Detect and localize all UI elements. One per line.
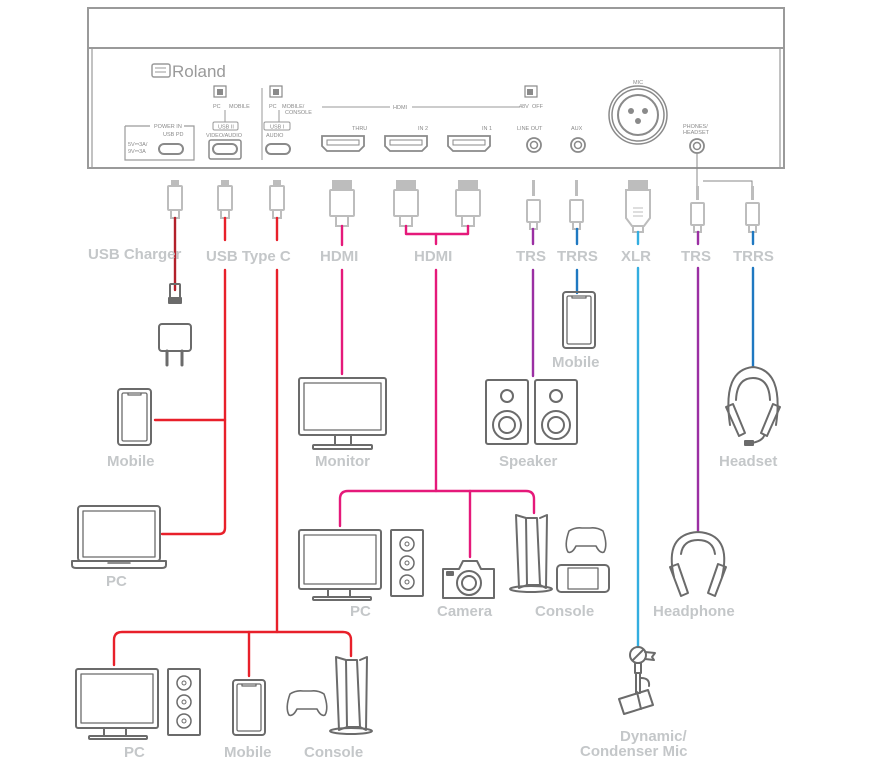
usb-c-plug-usb2: [217, 180, 233, 219]
hdmi-in1-port[interactable]: IN 1: [447, 126, 492, 152]
device-label-mobile-usb1: Mobile: [224, 744, 272, 761]
game-console-icon: [509, 514, 553, 593]
device-label-mobile-aux: Mobile: [552, 354, 600, 371]
roland-logo: Roland: [151, 62, 226, 81]
device-label-mic-2: Condenser Mic: [580, 743, 688, 760]
hdmi-group-label: HDMI: [393, 105, 408, 111]
power-spec-1: 5V⎓3A/: [128, 142, 148, 148]
brand-name: Roland: [172, 62, 226, 81]
mic-xlr-port[interactable]: MIC: [608, 80, 668, 145]
switch-label-off: OFF: [532, 104, 544, 110]
device-label-pc-laptop: PC: [106, 573, 127, 590]
usb2-mode-switch[interactable]: PC MOBILE: [213, 85, 250, 110]
aux-label: AUX: [571, 126, 583, 132]
phones-label: PHONES/: [683, 124, 708, 130]
cable-usb1-branch: [112, 630, 353, 667]
device-label-monitor: Monitor: [315, 453, 370, 470]
mobile-phone-icon: [117, 388, 152, 446]
device-label-pc-hdmi: PC: [350, 603, 371, 620]
usb1-port[interactable]: USB I AUDIO: [263, 110, 291, 155]
device-label-headphone: Headphone: [653, 603, 735, 620]
usb-pd-label: USB PD: [163, 132, 184, 138]
headset-icon: [725, 366, 781, 446]
mic-label: MIC: [633, 80, 643, 86]
xlr-plug: [625, 180, 651, 233]
camera-icon: [442, 560, 495, 599]
label-trs-line-out: TRS: [516, 248, 546, 265]
label-hdmi-in: HDMI: [414, 248, 452, 265]
gamepad-icon: [286, 690, 328, 717]
label-usb-type-c: USB Type C: [206, 248, 291, 265]
device-label-mobile: Mobile: [107, 453, 155, 470]
hdmi-plug-thru: [329, 180, 355, 227]
usb1-badge: USB I: [270, 125, 285, 131]
device-label-mic-1: Dynamic/: [620, 728, 688, 745]
device-label-pc-usb1: PC: [124, 744, 145, 761]
hdmi-in2-port[interactable]: IN 2: [384, 126, 428, 152]
hdmi-group: HDMI: [322, 105, 520, 111]
switch-label-pc: PC: [213, 104, 221, 110]
power-spec-2: 9V⎓3A: [128, 149, 146, 155]
desktop-pc-icon: [298, 529, 424, 601]
aux-port[interactable]: AUX: [570, 126, 586, 153]
switch-label-48v: 48V: [519, 104, 529, 110]
power-in-port[interactable]: POWER IN USB PD 5V⎓3A/ 9V⎓3A: [124, 124, 195, 161]
usb2-label: VIDEO/AUDIO: [206, 133, 243, 139]
switch-label-mobile: MOBILE/: [282, 104, 305, 110]
laptop-icon: [71, 505, 167, 569]
device-label-console-hdmi: Console: [535, 603, 594, 620]
cable-hdmi-in-branch: [338, 489, 536, 528]
usb2-port[interactable]: USB II VIDEO/AUDIO: [206, 110, 243, 160]
label-hdmi-thru: HDMI: [320, 248, 358, 265]
game-console-icon: [329, 656, 373, 735]
cable-hdmi-in-join: [404, 224, 470, 236]
microphone-icon: [618, 646, 656, 715]
usb1-mode-switch[interactable]: PC MOBILE/ CONSOLE: [269, 85, 312, 116]
headset-label: HEADSET: [683, 130, 710, 136]
usb-c-plug-charger: [167, 180, 183, 219]
label-trs-phones: TRS: [681, 248, 711, 265]
mobile-phone-icon: [232, 679, 266, 736]
phantom-power-switch[interactable]: 48V OFF: [519, 85, 544, 110]
switch-label-mobile: MOBILE: [229, 104, 250, 110]
power-in-label: POWER IN: [154, 124, 182, 130]
trs-plug-line-out: [526, 180, 541, 230]
hdmi-thru-port[interactable]: THRU: [321, 126, 367, 152]
monitor-icon: [298, 377, 387, 450]
speaker-icon: [485, 379, 578, 445]
usb2-badge: USB II: [218, 125, 234, 131]
label-trrs-phones: TRRS: [733, 248, 774, 265]
device-rear-panel: [87, 7, 785, 169]
headphone-icon: [669, 531, 727, 597]
hdmi-thru-label: THRU: [352, 126, 367, 132]
phones-headset-port[interactable]: PHONES/ HEADSET: [683, 124, 753, 194]
label-xlr: XLR: [621, 248, 651, 265]
desktop-pc-icon: [75, 668, 201, 740]
trrs-plug-aux: [569, 180, 584, 230]
cable-usb2: [160, 268, 227, 536]
hdmi-plug-in1: [455, 180, 481, 227]
usb-c-plug-usb1: [269, 180, 285, 219]
trs-plug-phones: [690, 186, 705, 233]
line-out-label: LINE OUT: [517, 126, 543, 132]
line-out-port[interactable]: LINE OUT: [517, 126, 543, 153]
handheld-console-icon: [556, 564, 610, 593]
usb1-label: AUDIO: [266, 133, 284, 139]
switch-label-console: CONSOLE: [285, 110, 312, 116]
label-trrs-aux: TRRS: [557, 248, 598, 265]
device-label-speaker: Speaker: [499, 453, 558, 470]
hdmi-plug-in2: [393, 180, 419, 227]
usb-charger-icon: [158, 283, 192, 367]
hdmi-in2-label: IN 2: [418, 126, 428, 132]
mobile-phone-icon: [562, 291, 596, 349]
device-label-headset: Headset: [719, 453, 777, 470]
gamepad-icon: [565, 527, 607, 554]
device-label-console-usb1: Console: [304, 744, 363, 761]
trrs-plug-phones: [745, 186, 760, 233]
switch-label-pc: PC: [269, 104, 277, 110]
device-label-camera: Camera: [437, 603, 493, 620]
hdmi-in1-label: IN 1: [482, 126, 492, 132]
label-usb-charger: USB Charger: [88, 246, 182, 263]
